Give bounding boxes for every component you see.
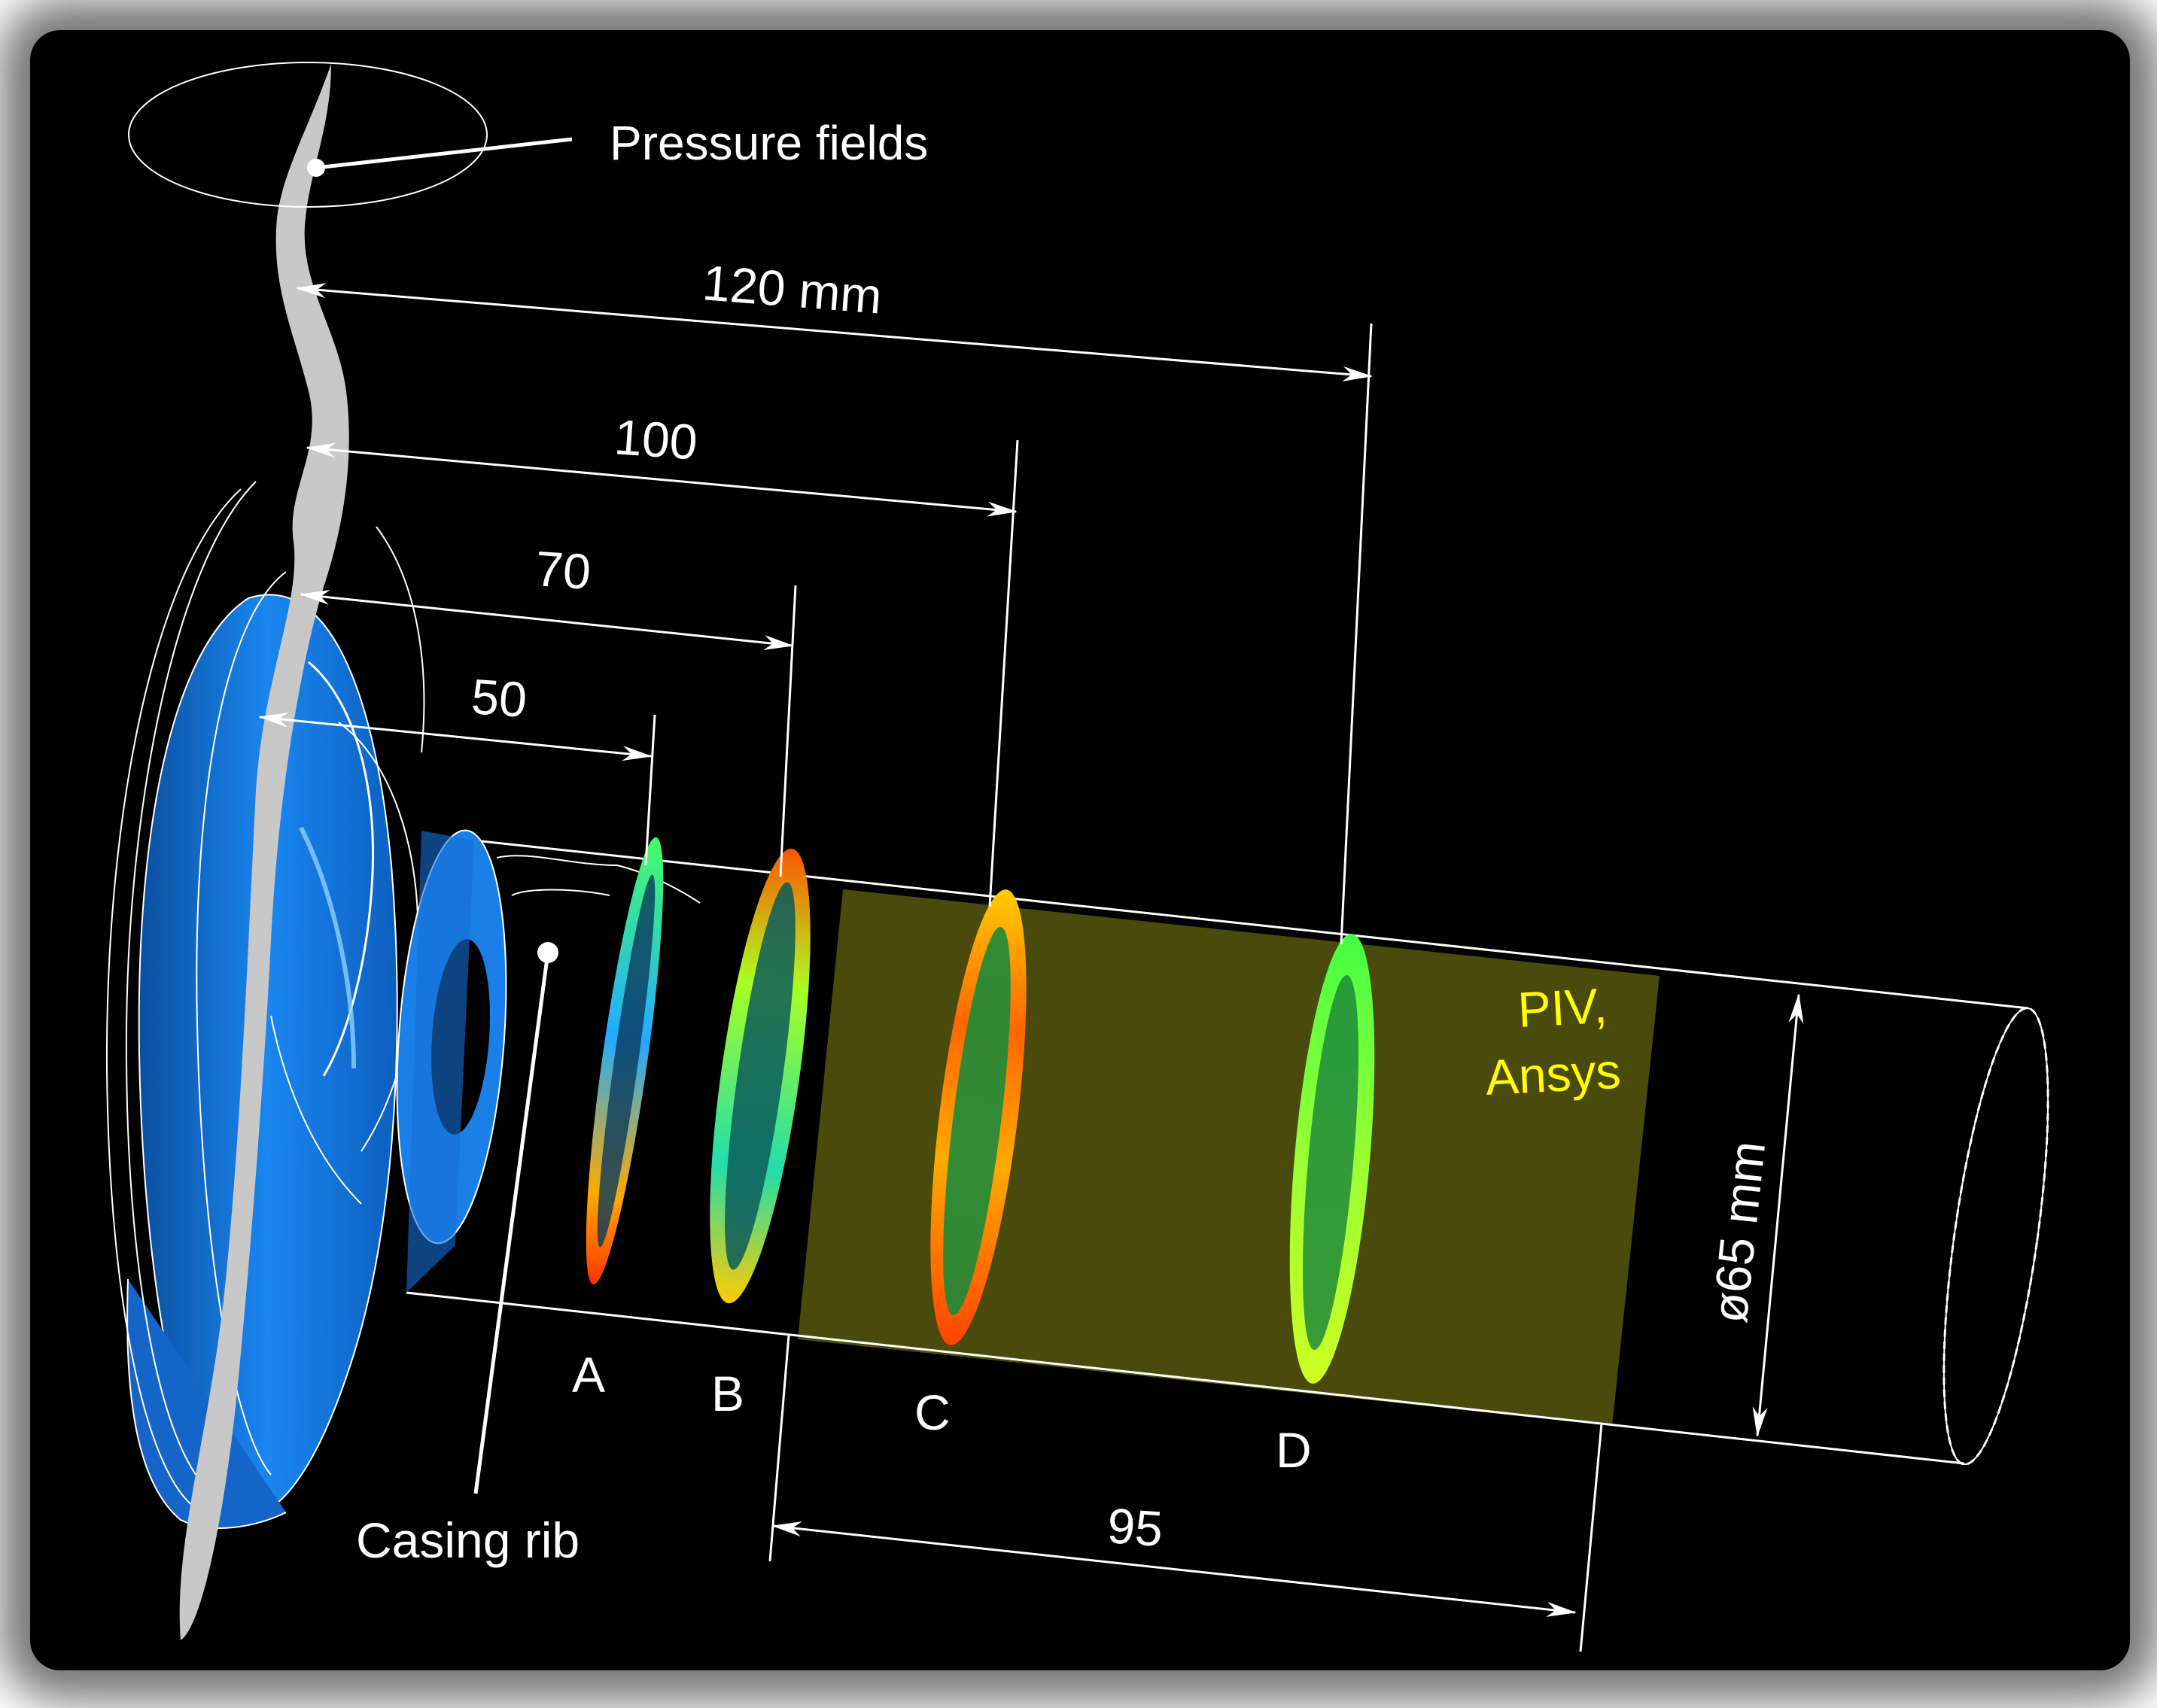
pressure-fields-leader (315, 137, 573, 170)
dim-70-arrow (300, 589, 794, 651)
dim-70-label: 70 (534, 540, 592, 600)
diameter-label: ø65 mm (1701, 1138, 1775, 1325)
dim-120-arrow (296, 283, 1373, 381)
section-A (586, 837, 664, 1285)
dim-95-arrow (771, 1521, 1577, 1617)
pressure-fields-label: Pressure fields (610, 116, 928, 170)
section-label-D: D (1276, 1422, 1312, 1478)
piv-label-line1: PIV, (1517, 977, 1608, 1038)
piv-label-line2: Ansys (1484, 1043, 1622, 1105)
dim-50-label: 50 (470, 668, 528, 728)
section-reference-lines (644, 323, 1603, 1652)
dim-95-label: 95 (1106, 1497, 1164, 1557)
casing-rib-label: Casing rib (356, 1512, 580, 1568)
pressure-fields-dot (307, 159, 325, 177)
section-label-C: C (914, 1384, 951, 1440)
dim-100-label: 100 (613, 409, 699, 470)
section-D (1289, 934, 1375, 1384)
casing-rib-leader (473, 952, 550, 1494)
casing-rib-dot (537, 942, 558, 963)
section-label-A: A (572, 1347, 605, 1403)
piv-region (798, 889, 1660, 1426)
pipe-outline (406, 839, 2049, 1466)
section-C (930, 889, 1027, 1345)
pressure-field-ellipse (128, 62, 488, 208)
dim-50-arrow (258, 712, 653, 761)
dimension-arrows (258, 283, 1804, 1617)
section-B (710, 848, 811, 1304)
dim-120-label: 120 mm (701, 254, 884, 324)
impeller (126, 571, 507, 1529)
diameter-arrow (1752, 993, 1804, 1437)
dim-100-arrow (306, 442, 1018, 517)
section-label-B: B (711, 1366, 744, 1421)
pressure-field-plane (179, 64, 349, 1640)
